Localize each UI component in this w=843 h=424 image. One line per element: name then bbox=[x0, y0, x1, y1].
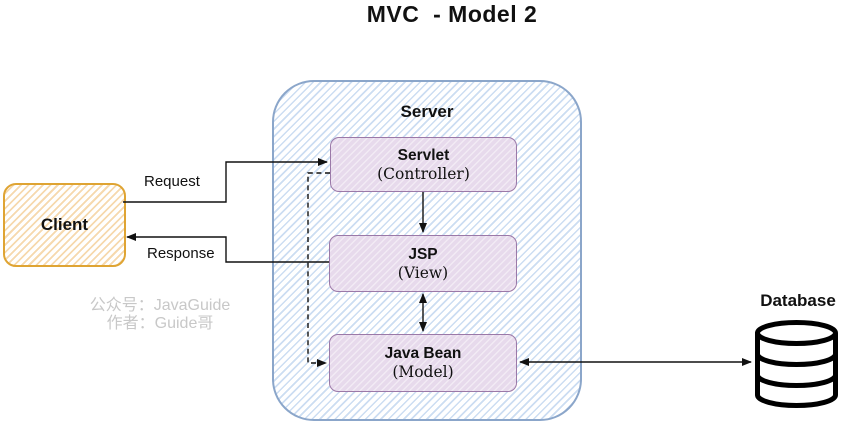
diagram-title: MVC - Model 2 bbox=[366, 1, 538, 27]
database-band-2 bbox=[755, 374, 838, 388]
response-label: Response bbox=[147, 245, 215, 262]
servlet-role: (Controller) bbox=[377, 164, 470, 183]
database-label: Database bbox=[760, 291, 836, 310]
client-label: Client bbox=[40, 215, 89, 234]
jsp-box: JSP (View) bbox=[329, 235, 517, 292]
watermark: 公众号：JavaGuide 作者：Guide哥 bbox=[90, 297, 231, 333]
server-label: Server bbox=[400, 102, 454, 121]
javabean-role: (Model) bbox=[392, 363, 454, 381]
database-icon bbox=[755, 320, 838, 408]
servlet-name: Servlet bbox=[397, 146, 450, 164]
watermark-line2: 作者：Guide哥 bbox=[106, 315, 214, 332]
javabean-name: Java Bean bbox=[384, 345, 462, 362]
client-box: Client bbox=[3, 183, 126, 267]
jsp-name: JSP bbox=[408, 245, 438, 263]
database-bottom bbox=[755, 394, 838, 408]
watermark-line1: 公众号：JavaGuide bbox=[89, 297, 231, 314]
request-label: Request bbox=[144, 173, 200, 190]
javabean-box: Java Bean (Model) bbox=[329, 334, 517, 392]
database-top-ellipse bbox=[755, 320, 838, 346]
jsp-role: (View) bbox=[397, 263, 449, 282]
database-band-1 bbox=[755, 353, 838, 367]
servlet-box: Servlet (Controller) bbox=[330, 137, 517, 192]
